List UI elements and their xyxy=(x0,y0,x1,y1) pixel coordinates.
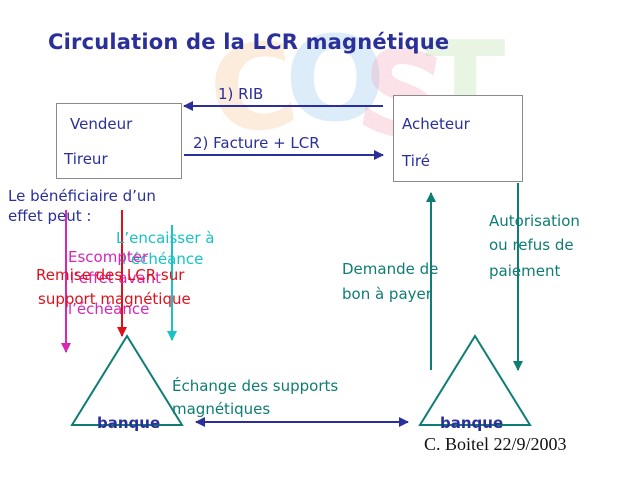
left-bank-label: banque xyxy=(97,414,161,432)
seller-role: Tireur xyxy=(64,150,108,168)
exchange-line2: magnétiques xyxy=(172,400,271,418)
authorization-line2: ou refus de xyxy=(489,236,574,254)
svg-text:O: O xyxy=(285,10,385,148)
cash-option-line2: l’échéance xyxy=(122,250,204,268)
remittance-line1: Remise des LCR sur xyxy=(36,266,185,284)
authorization-line3: paiement xyxy=(489,262,561,280)
rib-arrow-label: 1) RIB xyxy=(218,85,264,103)
right-bank-label: banque xyxy=(440,414,504,432)
seller-box xyxy=(56,103,182,179)
watermark-logo: C O S T xyxy=(210,10,506,160)
payment-request-line1: Demande de xyxy=(342,260,439,278)
discount-option-line3: l’échéance xyxy=(68,300,150,318)
right-bank-triangle xyxy=(418,334,532,426)
beneficiary-intro-line2: effet peut : xyxy=(8,207,92,225)
left-bank-triangle xyxy=(70,334,184,426)
cash-option-line1: L’encaisser à xyxy=(116,229,215,247)
beneficiary-intro-line1: Le bénéficiaire d’un xyxy=(8,187,156,205)
invoice-arrow-label: 2) Facture + LCR xyxy=(193,134,320,152)
exchange-line1: Échange des supports xyxy=(172,377,339,395)
remittance-line2: support magnétique xyxy=(38,290,191,308)
buyer-box xyxy=(393,95,523,182)
slide-title: Circulation de la LCR magnétique xyxy=(48,30,450,54)
discount-option-line1: Escompter xyxy=(68,248,149,266)
svg-text:C: C xyxy=(210,14,306,160)
discount-option-line2: l’effet avant xyxy=(70,269,162,287)
buyer-role: Tiré xyxy=(402,152,430,170)
buyer-name: Acheteur xyxy=(402,115,470,133)
payment-request-line2: bon à payer xyxy=(342,285,432,303)
seller-name: Vendeur xyxy=(70,115,133,133)
authorization-line1: Autorisation xyxy=(489,212,580,230)
author-signature: C. Boitel 22/9/2003 xyxy=(424,434,567,454)
